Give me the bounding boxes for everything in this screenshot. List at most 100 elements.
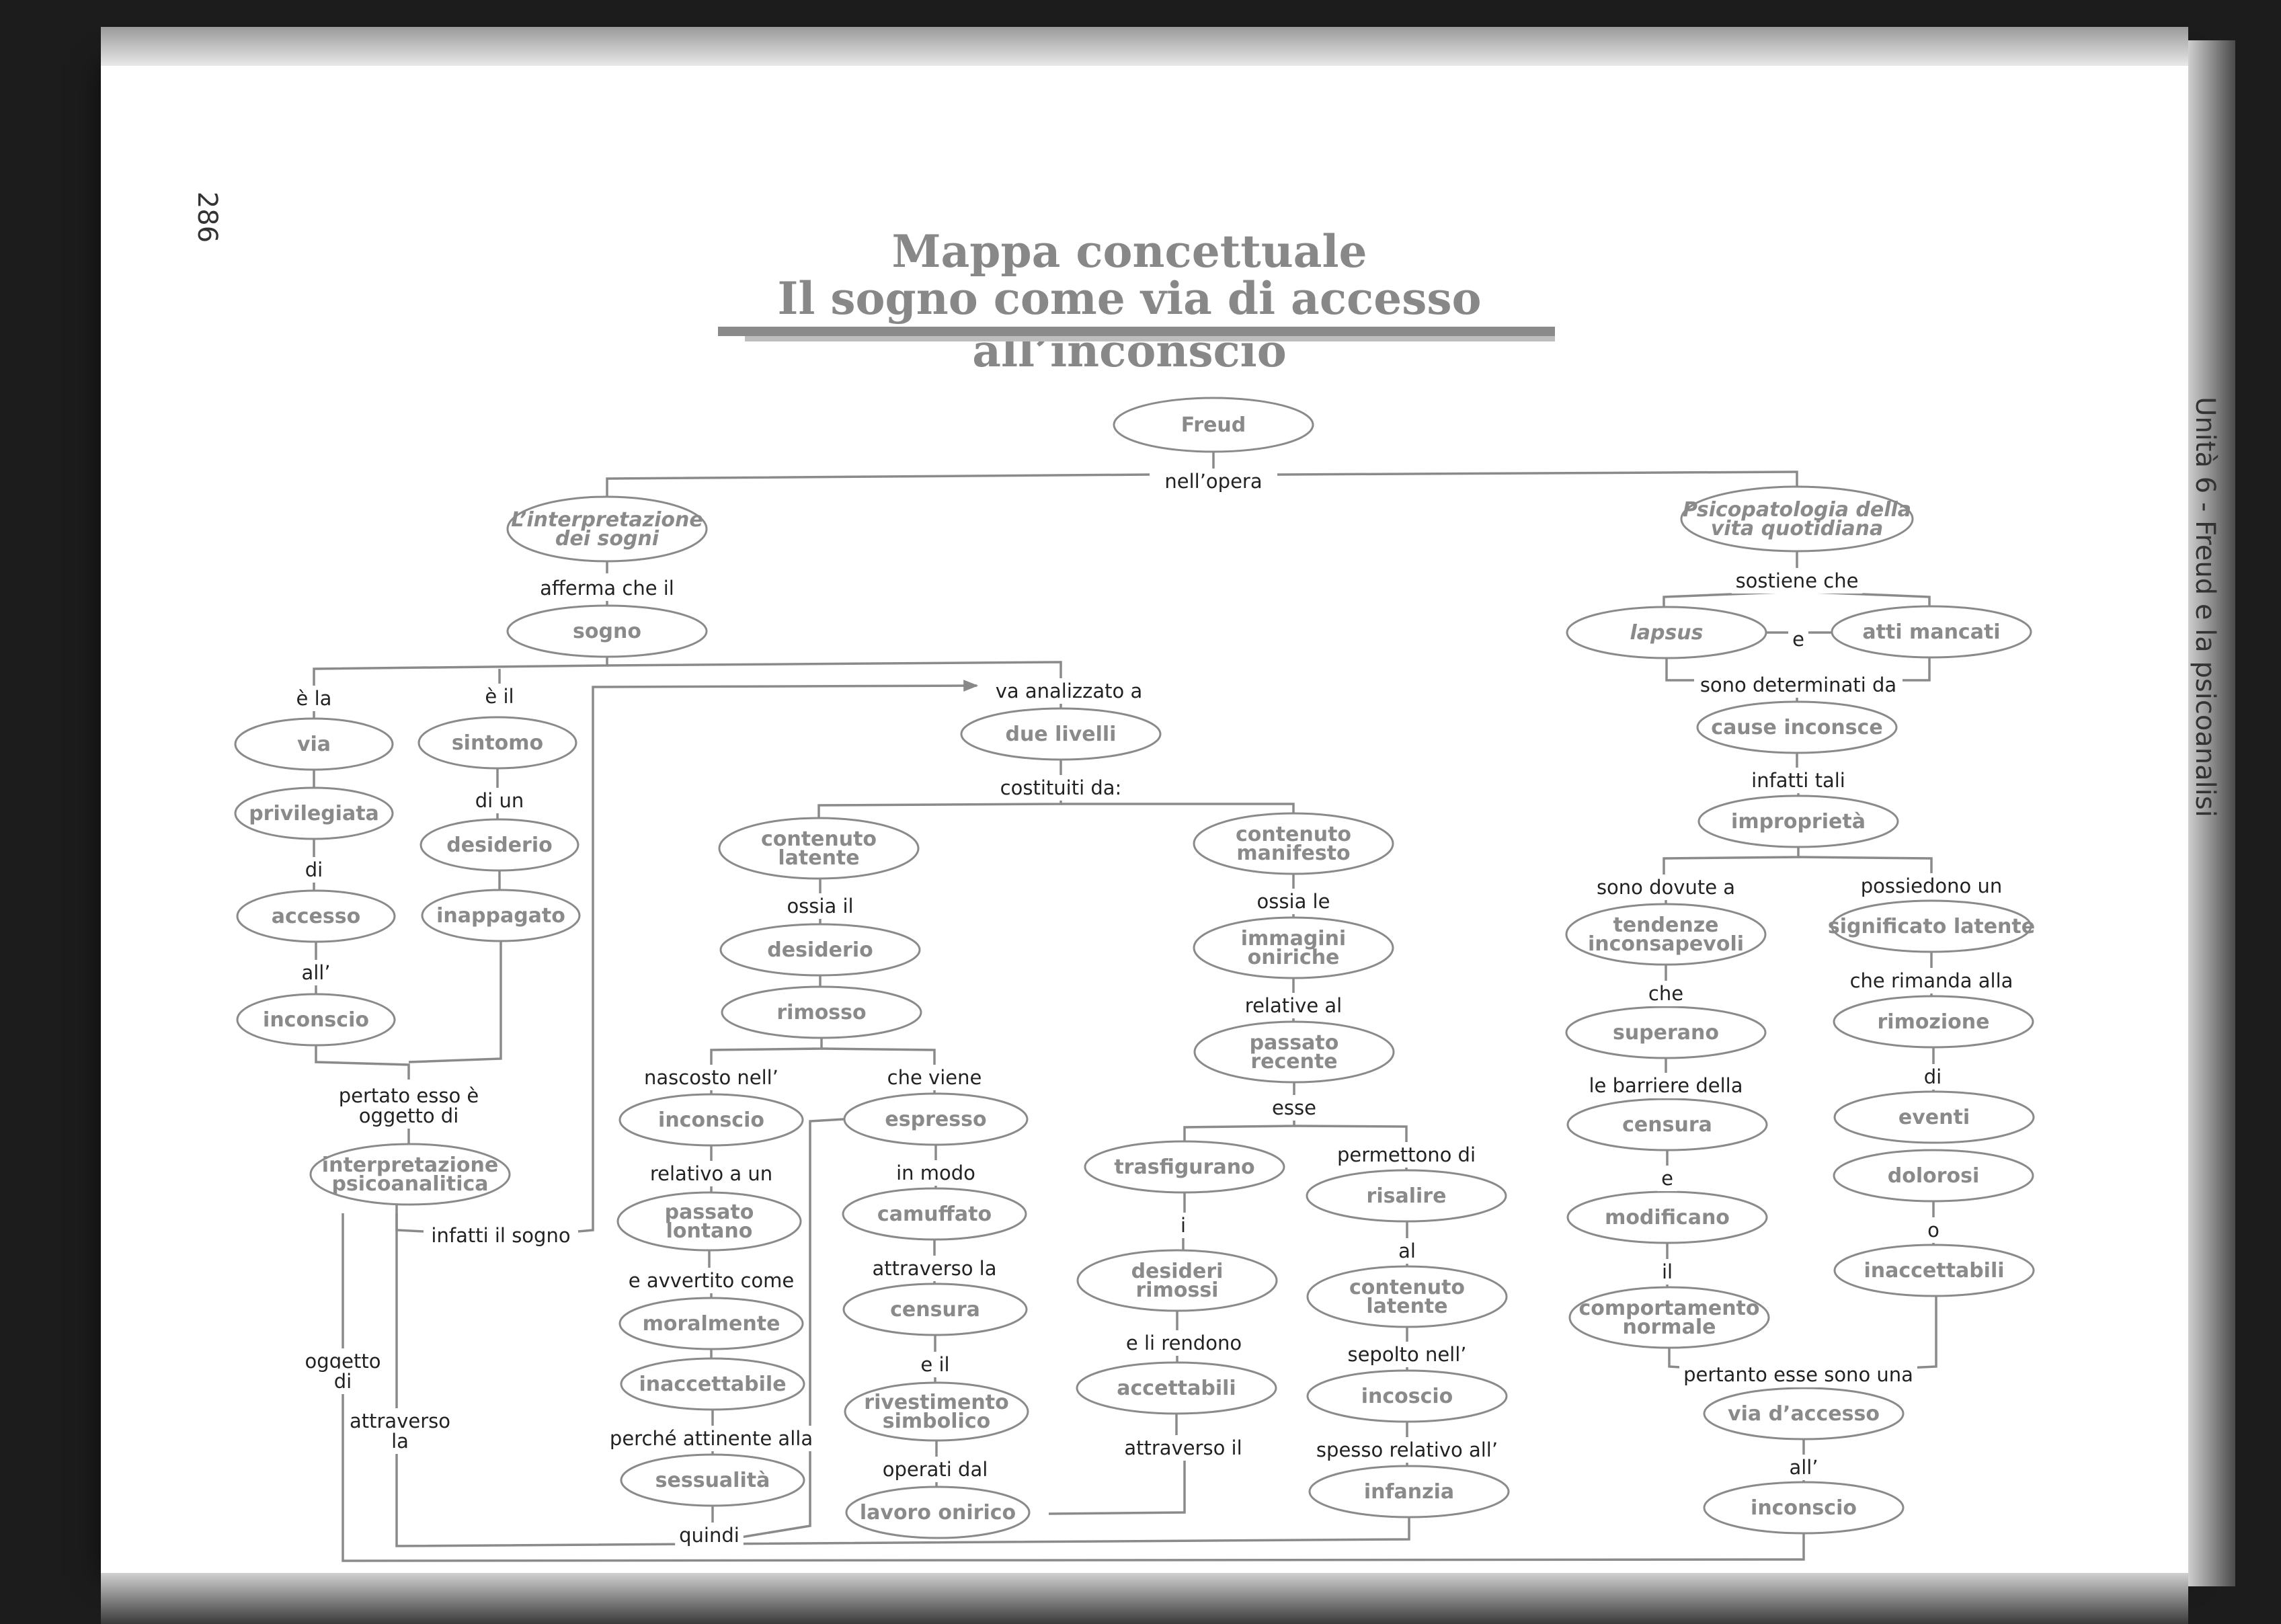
node-label: contenuto [761,827,877,851]
link-label-in-modo: in modo [896,1162,975,1184]
node-label: lontano [666,1219,753,1243]
title-underline-shadow [745,336,1555,341]
connector-line [1665,658,1694,682]
link-label-sono-determinati-da: sono determinati da [1700,674,1896,696]
node-label: contenuto [1349,1276,1465,1299]
link-label-nell-opera: nell’opera [1164,470,1262,493]
label-backing [1657,1166,1677,1191]
link-label-pertato: oggetto di [359,1104,459,1127]
node-label: atti mancati [1862,620,2000,644]
connector-line [707,1118,844,1544]
concept-node-censura-b: censura [1566,1098,1768,1151]
link-label-permettono-di: permettono di [1337,1143,1476,1166]
link-label-sepolto-nell: sepolto nell’ [1347,1343,1466,1366]
book-spine [2188,40,2235,1586]
node-label: latente [778,846,859,870]
node-label: modificano [1605,1206,1730,1229]
node-label: rivestimento [864,1391,1008,1414]
concept-node-inaccettabile: inaccettabile [620,1357,805,1411]
link-label-attraverso-la: la [391,1430,409,1453]
node-ellipse [618,1093,804,1147]
node-label: sintomo [452,731,543,755]
link-label-perche: perché attinente alla [610,1427,813,1450]
concept-node-inconscio-c: inconscio [1703,1481,1905,1535]
connector-line [395,1213,1410,1547]
page-top-edge [101,27,2188,66]
node-label: sessualità [655,1469,770,1492]
concept-node-inaccettabili: inaccettabili [1833,1244,2035,1297]
node-label: dei sogni [555,527,659,551]
node-ellipse [1306,1169,1507,1223]
node-label: eventi [1898,1106,1970,1129]
concept-node-atti-mancati: atti mancati [1831,605,2032,659]
label-backing [1856,873,2007,899]
concept-node-risalire: risalire [1306,1169,1507,1223]
concept-node-via-accesso: via d’accesso [1703,1387,1905,1440]
concept-node-camuffato: camuffato [842,1187,1027,1241]
node-ellipse [1697,795,1899,848]
link-label-possiedono-un: possiedono un [1861,875,2003,897]
concept-node-sogno: sogno [506,604,708,658]
label-backing [916,1352,954,1377]
node-label: psicoanalitica [331,1172,488,1196]
node-label: infanzia [1364,1480,1454,1504]
node-label: cause inconsce [1711,716,1882,739]
link-label-che-rimanda: che rimanda alla [1850,969,2013,992]
label-backing [1785,1455,1823,1480]
node-label: latente [1366,1295,1447,1318]
node-label: accesso [272,905,360,928]
label-backing [1120,1435,1246,1461]
node-label: passato [665,1201,754,1224]
concept-node-infanzia: infanzia [1308,1465,1510,1518]
link-label-relative-al: relative al [1245,994,1342,1017]
label-backing [1160,469,1267,494]
connector-line [1061,803,1295,813]
node-label: manifesto [1236,842,1350,865]
concept-node-dolorosi: dolorosi [1833,1149,2034,1203]
node-label: censura [1622,1113,1712,1137]
label-backing [1394,1238,1420,1264]
node-label: desiderio [446,834,552,857]
node-ellipse [1193,916,1394,979]
link-label-sono-dovute-a: sono dovute a [1597,876,1735,899]
label-backing [996,775,1126,801]
node-label: trasfigurano [1114,1155,1254,1179]
link-label-all-b: all’ [1789,1456,1818,1479]
page-bottom-edge [101,1573,2188,1624]
label-backing [783,893,858,919]
concept-node-lavoro-onirico: lavoro onirico [845,1486,1031,1539]
node-label: sogno [573,620,641,643]
label-backing [1644,981,1688,1006]
link-label-nascosto-nell: nascosto nell’ [644,1066,778,1089]
node-ellipse [842,1187,1027,1241]
link-label-sostiene-che: sostiene che [1736,569,1859,592]
node-label: lapsus [1630,621,1703,645]
link-label-afferma-che-il: afferma che il [540,577,674,600]
node-label: recente [1250,1050,1337,1073]
label-backing [1657,1259,1677,1285]
node-label: incoscio [1361,1385,1453,1408]
node-label: passato [1250,1031,1339,1055]
link-label-infatti-il-sogno: infatti il sogno [431,1224,570,1247]
node-ellipse [1833,1244,2035,1297]
link-label-ossia-il: ossia il [787,895,853,918]
node-label: inconscio [263,1008,369,1032]
link-label-costituiti-da: costituiti da: [1000,776,1122,799]
label-backing [301,857,327,883]
node-ellipse [419,818,579,872]
node-ellipse [1568,1286,1770,1349]
link-label-e-il: è il [485,685,514,708]
concept-node-accesso: accesso [236,889,396,943]
node-label: improprietà [1731,810,1866,834]
node-ellipse [1566,606,1767,659]
concept-node-significato-latente: significato latente [1828,899,2035,953]
node-ellipse [616,1191,802,1252]
connector-line [1903,657,1931,682]
link-label-che-viene: che viene [887,1066,982,1089]
link-label-e-b: e [1661,1167,1673,1190]
connector-line [1277,471,1798,487]
connector-line [313,657,608,686]
